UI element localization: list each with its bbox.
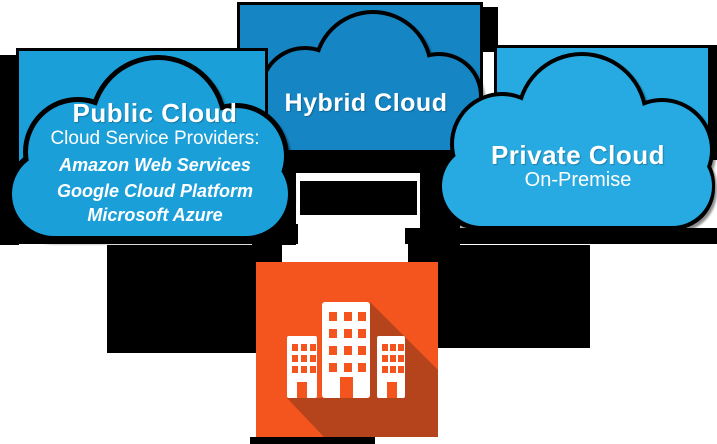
building-center: [322, 302, 370, 398]
enterprise-buildings-icon: [256, 262, 438, 437]
private-cloud-shape: [437, 52, 715, 230]
private-cloud-title: Private Cloud: [490, 140, 666, 170]
shadow-strip-under-icon: [250, 437, 375, 444]
building-left: [287, 336, 317, 398]
hybrid-cloud-title: Hybrid Cloud: [284, 89, 448, 117]
shadow-blob-left: [107, 245, 256, 353]
shadow-block-rect-gap: [480, 7, 498, 52]
public-cloud-shape: [7, 55, 293, 241]
public-cloud-title: Public Cloud: [72, 98, 238, 128]
provider-azure: Microsoft Azure: [87, 205, 223, 225]
shadow-blob-right: [437, 245, 590, 348]
screen-rect: [300, 181, 417, 215]
building-right: [377, 336, 405, 398]
shadow-bit-left: [256, 245, 282, 262]
provider-aws: Amazon Web Services: [59, 155, 251, 175]
public-cloud-subtitle: Cloud Service Providers:: [50, 128, 260, 149]
provider-gcp: Google Cloud Platform: [57, 181, 253, 201]
icon-long-shadow: [287, 302, 438, 437]
shadow-band-private: [405, 228, 717, 244]
shadow-block-hybrid-top: [252, 150, 460, 173]
shadow-bit-right: [408, 243, 460, 262]
private-cloud-subtitle: On-Premise: [524, 169, 632, 191]
